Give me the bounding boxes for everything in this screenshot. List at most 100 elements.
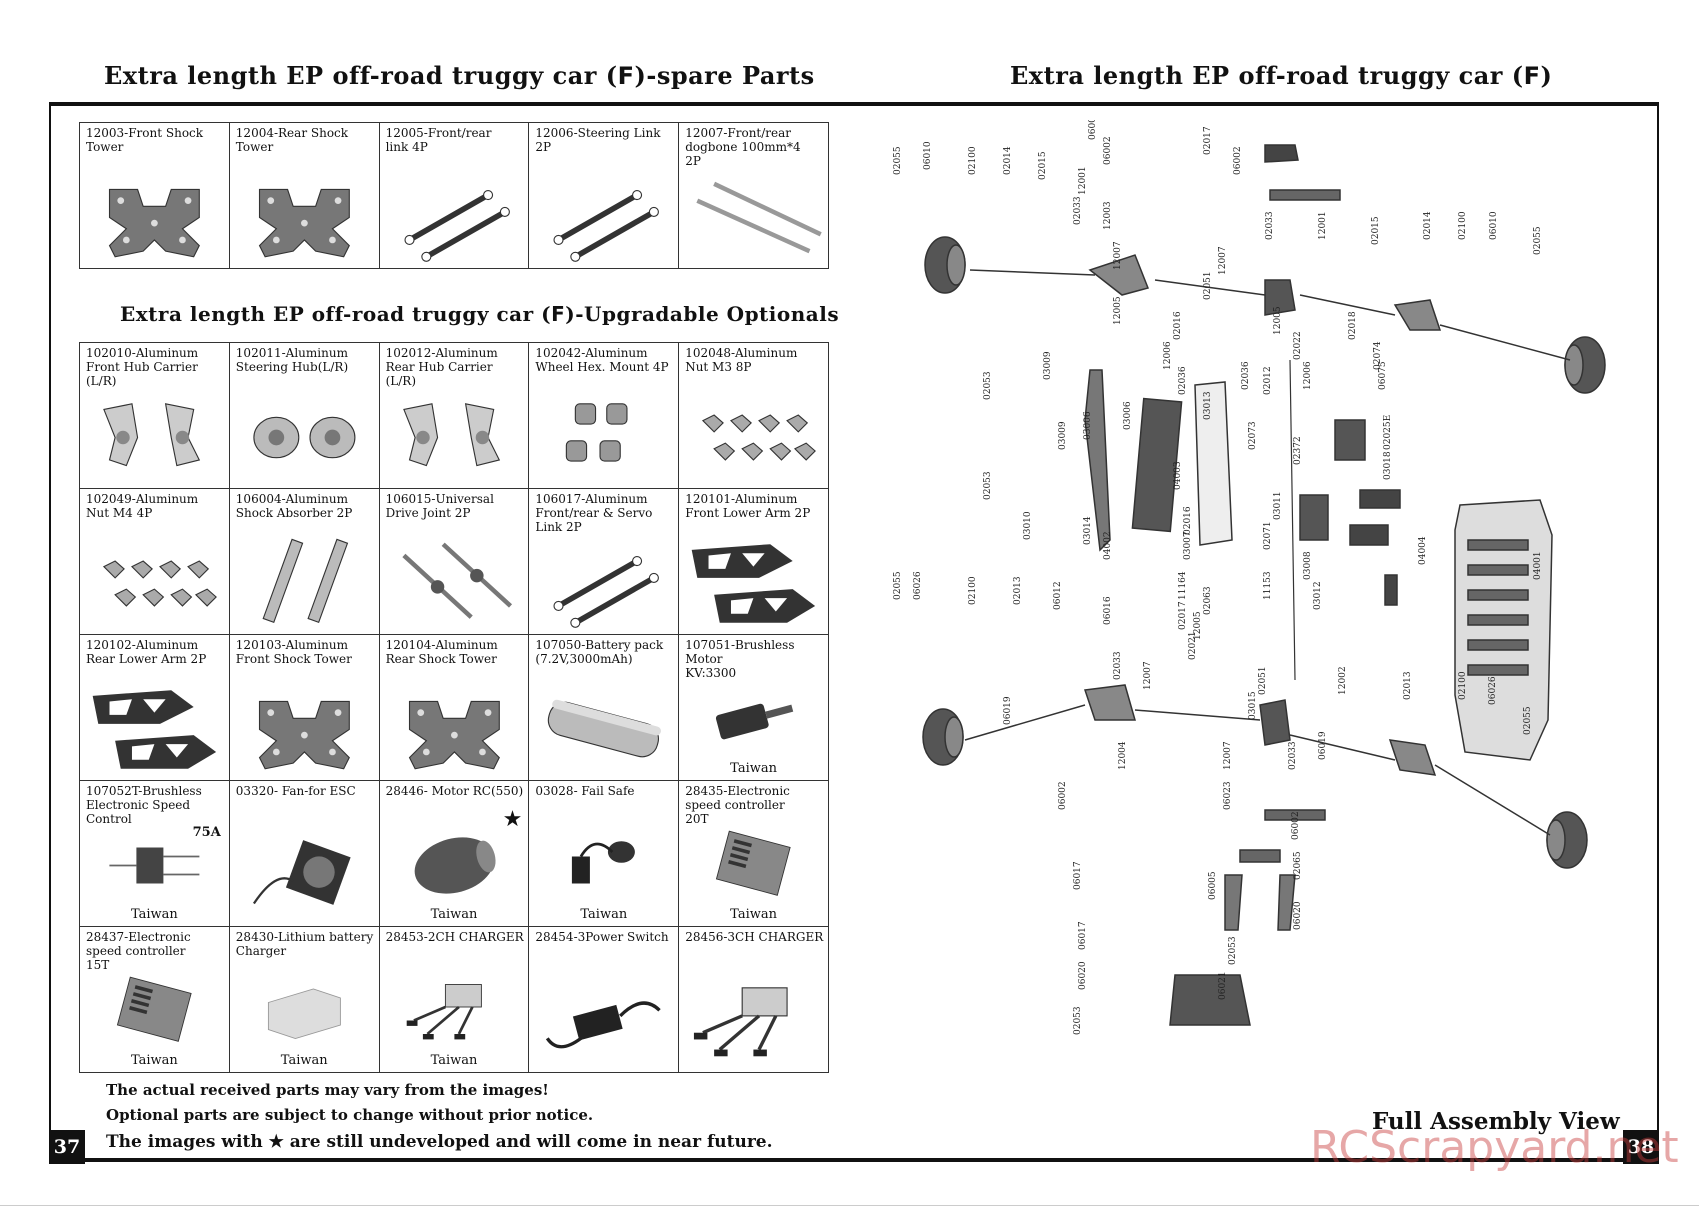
diagram-part-label: 02051 [1203,271,1213,300]
diagram-part-label: 06019 [1318,731,1328,760]
diagram-part-label: 06026 [1488,676,1498,705]
diagram-part-label: 04001 [1533,551,1543,580]
wheel-front-right [1564,336,1606,394]
diagram-part-label: 04003 [1173,461,1183,490]
diagram-part-label: 02022 [1293,331,1303,360]
shock-tower-icon [230,679,378,780]
part-cell: 28454-3Power Switch [528,926,680,1073]
rear-arm-left [1083,684,1136,721]
part-name: 28437-Electronic speed controller 15T [86,930,191,972]
diagram-part-label: 06021 [1218,971,1228,1000]
diagram-part-label: 02021 [1188,631,1198,660]
rear-body-mount-right [1277,874,1296,931]
diagram-part-label: 02065 [1293,851,1303,880]
part-cell: 106004-Aluminum Shock Absorber 2P [228,488,380,635]
part-name: 107050-Battery pack (7.2V,3000mAh) [535,638,664,666]
diagram-part-label: 12005 [1193,611,1203,640]
rear-shock-tower [1239,849,1281,863]
shock-tower-icon [230,167,378,268]
part-name: 12003-Front Shock Tower [86,126,204,154]
diagram-part-label: 06002 [1233,146,1243,175]
diagram-part-label: 02053 [1073,1006,1083,1035]
part-name: 120103-Aluminum Front Shock Tower [235,638,352,666]
part-origin: Taiwan [430,1053,478,1068]
diagram-part-label: 02372 [1293,436,1303,465]
front-shock [1269,189,1341,201]
diagram-part-label: 02016 [1173,311,1183,340]
battery-pack-icon [530,679,678,780]
diagram-part-label: 06002 [1291,811,1301,840]
diagram-part-label: 02033 [1288,741,1298,770]
side-guard [1084,369,1111,552]
fail-safe-icon [530,825,678,906]
rear-gearbox [1259,699,1291,746]
nut-icon [680,387,828,488]
shock-absorber-icon [230,533,378,634]
wheel-front-left [924,236,966,294]
optionals-table: 102010-Aluminum Front Hub Carrier (L/R) 1… [79,342,829,1073]
diagram-part-label: 02033 [1073,196,1083,225]
diagram-part-label: 03014 [1083,516,1093,545]
page-number-left: 37 [49,1130,85,1164]
diagram-part-label: 03015 [1248,691,1258,720]
motor [1299,494,1329,541]
part-name: 102012-Aluminum Rear Hub Carrier (L/R) [385,346,498,388]
part-name: 102010-Aluminum Front Hub Carrier (L/R) [86,346,199,388]
diagram-part-label: 03009 [1043,351,1053,380]
front-arm-right [1393,299,1442,331]
diagram-part-label: 12007 [1143,661,1153,690]
link-icon [380,167,528,268]
diagram-part-label: 02055 [893,146,903,175]
diagram-part-label: 06019 [1003,696,1013,725]
rear-body-mount-left [1224,874,1243,931]
charger-clips-icon [680,971,828,1072]
receiver [1359,489,1401,509]
part-cell: 28453-2CH CHARGER Taiwan [378,926,530,1073]
watermark: RCScrapyard.net [1310,1122,1679,1173]
motor-icon [380,825,528,906]
part-name: 120101-Aluminum Front Lower Arm 2P [685,492,811,520]
diagram-part-label: 12006 [1163,341,1173,370]
part-name: 12004-Rear Shock Tower [235,126,349,154]
diagram-part-label: 06026 [913,571,923,600]
part-cell: 12004-Rear Shock Tower [228,122,380,269]
part-name: 106017-Aluminum Front/rear & Servo Link … [535,492,653,534]
diagram-part-label: 02071 [1263,521,1273,550]
spare-parts-table: 12003-Front Shock Tower 12004-Rear Shock … [79,122,829,269]
top-rule [49,102,1659,105]
diagram-part-label: 02017 [1178,601,1188,630]
diagram-part-label: 06012 [1053,581,1063,610]
diagram-part-label: 04004 [1418,536,1428,565]
right-title-letter: F [1523,62,1541,90]
diagram-part-label: 06020 [1078,961,1088,990]
part-cell: 12003-Front Shock Tower [79,122,230,269]
part-name: 107052T-Brushless Electronic Speed Contr… [86,784,202,826]
diagram-part-label: 06017 [1073,861,1083,890]
right-title-prefix: Extra length EP off-road truggy car ( [1010,61,1524,90]
part-cell: 102048-Aluminum Nut M3 8P [678,342,829,489]
optionals-row: 102010-Aluminum Front Hub Carrier (L/R) 1… [79,342,829,489]
part-cell: 28456-3CH CHARGER [678,926,829,1073]
diagram-part-label: 02055 [1523,706,1533,735]
diagram-part-label: 12002 [1338,666,1348,695]
front-shock-tower [1264,144,1299,163]
part-name: 28453-2CH CHARGER [385,930,524,944]
part-name: 03028- Fail Safe [535,784,635,798]
drive-joint-icon [380,533,528,634]
diagram-part-label: 03008 [1303,551,1313,580]
steering-hub-icon [230,387,378,488]
rear-shock [1264,809,1326,821]
diagram-part-label: 03013 [1203,391,1213,420]
part-cell: 03320- Fan-for ESC [228,780,380,927]
part-origin: Taiwan [130,907,178,922]
diagram-part-label: 02033 [1113,651,1123,680]
diagram-part-label: 12007 [1113,241,1123,270]
charger-icon [230,971,378,1052]
diagram-part-label: 03007 [1183,531,1193,560]
part-cell: 102011-Aluminum Steering Hub(L/R) [228,342,380,489]
diagram-part-label: 06003 [1088,120,1098,140]
diagram-part-label: 03010 [1023,511,1033,540]
